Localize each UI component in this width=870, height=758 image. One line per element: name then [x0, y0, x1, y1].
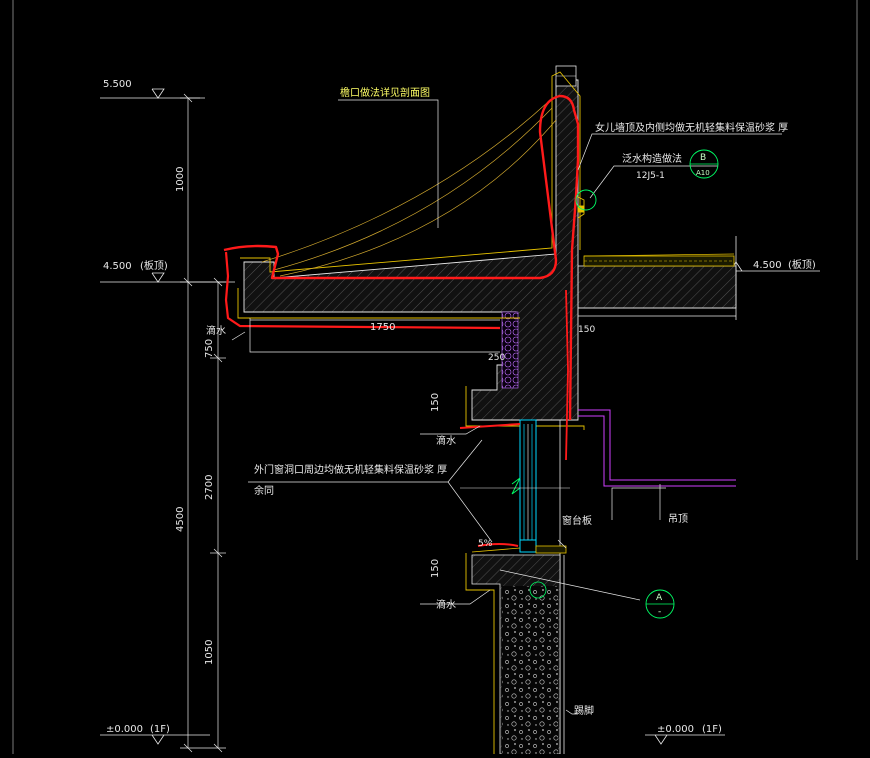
note-window-line2: 余同 [254, 484, 274, 497]
elev-ground-right: ±0.000 [657, 724, 694, 735]
roof-slab-right [577, 265, 737, 309]
dim-1050: 1050 [204, 640, 215, 665]
red-markup-wall [565, 289, 569, 461]
roof-slope-line [583, 253, 735, 257]
note-drip-3: 滴水 [436, 598, 456, 611]
note-ceiling: 吊顶 [668, 513, 688, 525]
note-drip-2: 滴水 [436, 434, 456, 447]
elev-roof-right-suffix: (板顶) [788, 258, 816, 271]
ceiling-line-inner [578, 415, 736, 487]
detail-callout-b: B A10 [575, 149, 719, 211]
elev-roof-left-suffix: (板顶) [140, 259, 168, 272]
note-cornice: 檐口做法详见剖面图 [340, 86, 430, 99]
window-sill-board [535, 545, 567, 554]
sill-slope [471, 547, 521, 553]
dim-150-right: 150 [578, 325, 595, 335]
dim-1750: 1750 [370, 322, 395, 333]
dim-2700: 2700 [204, 475, 215, 500]
sill-outline [465, 553, 495, 754]
window-assembly [460, 419, 570, 553]
callout-b-letter: B [700, 153, 706, 163]
elevation-markers [151, 88, 743, 745]
leader-lines [231, 99, 782, 715]
ceiling-line [578, 409, 736, 481]
dim-250: 250 [488, 353, 505, 363]
note-flashing-ref: 12J5-1 [636, 171, 665, 181]
note-flashing: 泛水构造做法 [622, 152, 682, 165]
interior-lines [559, 307, 736, 754]
note-drip-1: 滴水 [206, 324, 226, 337]
dimension-lines [100, 93, 820, 753]
elev-roof-left: 4.500 [103, 261, 132, 272]
callout-b-sheet: A10 [696, 169, 710, 177]
insulation-strip [501, 311, 519, 389]
note-window-sill: 窗台板 [562, 514, 592, 527]
dim-4500: 4500 [175, 507, 186, 532]
elev-ground-right-suffix: (1F) [702, 724, 722, 735]
dim-150-lower: 150 [430, 559, 441, 578]
red-markup-head [459, 423, 521, 429]
elev-roof-right: 4.500 [753, 260, 782, 271]
dim-150-upper: 150 [430, 393, 441, 412]
lower-wall-fill [502, 586, 558, 754]
cornice-insulation-outline [237, 71, 581, 319]
dim-1000: 1000 [175, 167, 186, 192]
red-markup-left [224, 251, 501, 330]
detail-callout-a: A - [529, 581, 675, 619]
cornice-sweep-lines [261, 101, 557, 277]
elev-5500: 5.500 [103, 79, 132, 90]
dim-750: 750 [204, 339, 215, 358]
red-markup-sill [477, 543, 519, 547]
dim-slope: 5% [478, 539, 493, 549]
note-window-line1: 外门窗洞口周边均做无机轻集料保温砂浆 厚 [254, 463, 447, 476]
note-skirting: 踢脚 [574, 704, 594, 717]
callout-a-sheet: - [658, 607, 661, 617]
callout-a-letter: A [656, 593, 663, 603]
elev-ground-left: ±0.000 [106, 724, 143, 735]
red-markup-main [223, 94, 580, 421]
elev-ground-left-suffix: (1F) [150, 724, 170, 735]
note-parapet: 女儿墙顶及内侧均做无机轻集料保温砂浆 厚 [595, 121, 788, 134]
